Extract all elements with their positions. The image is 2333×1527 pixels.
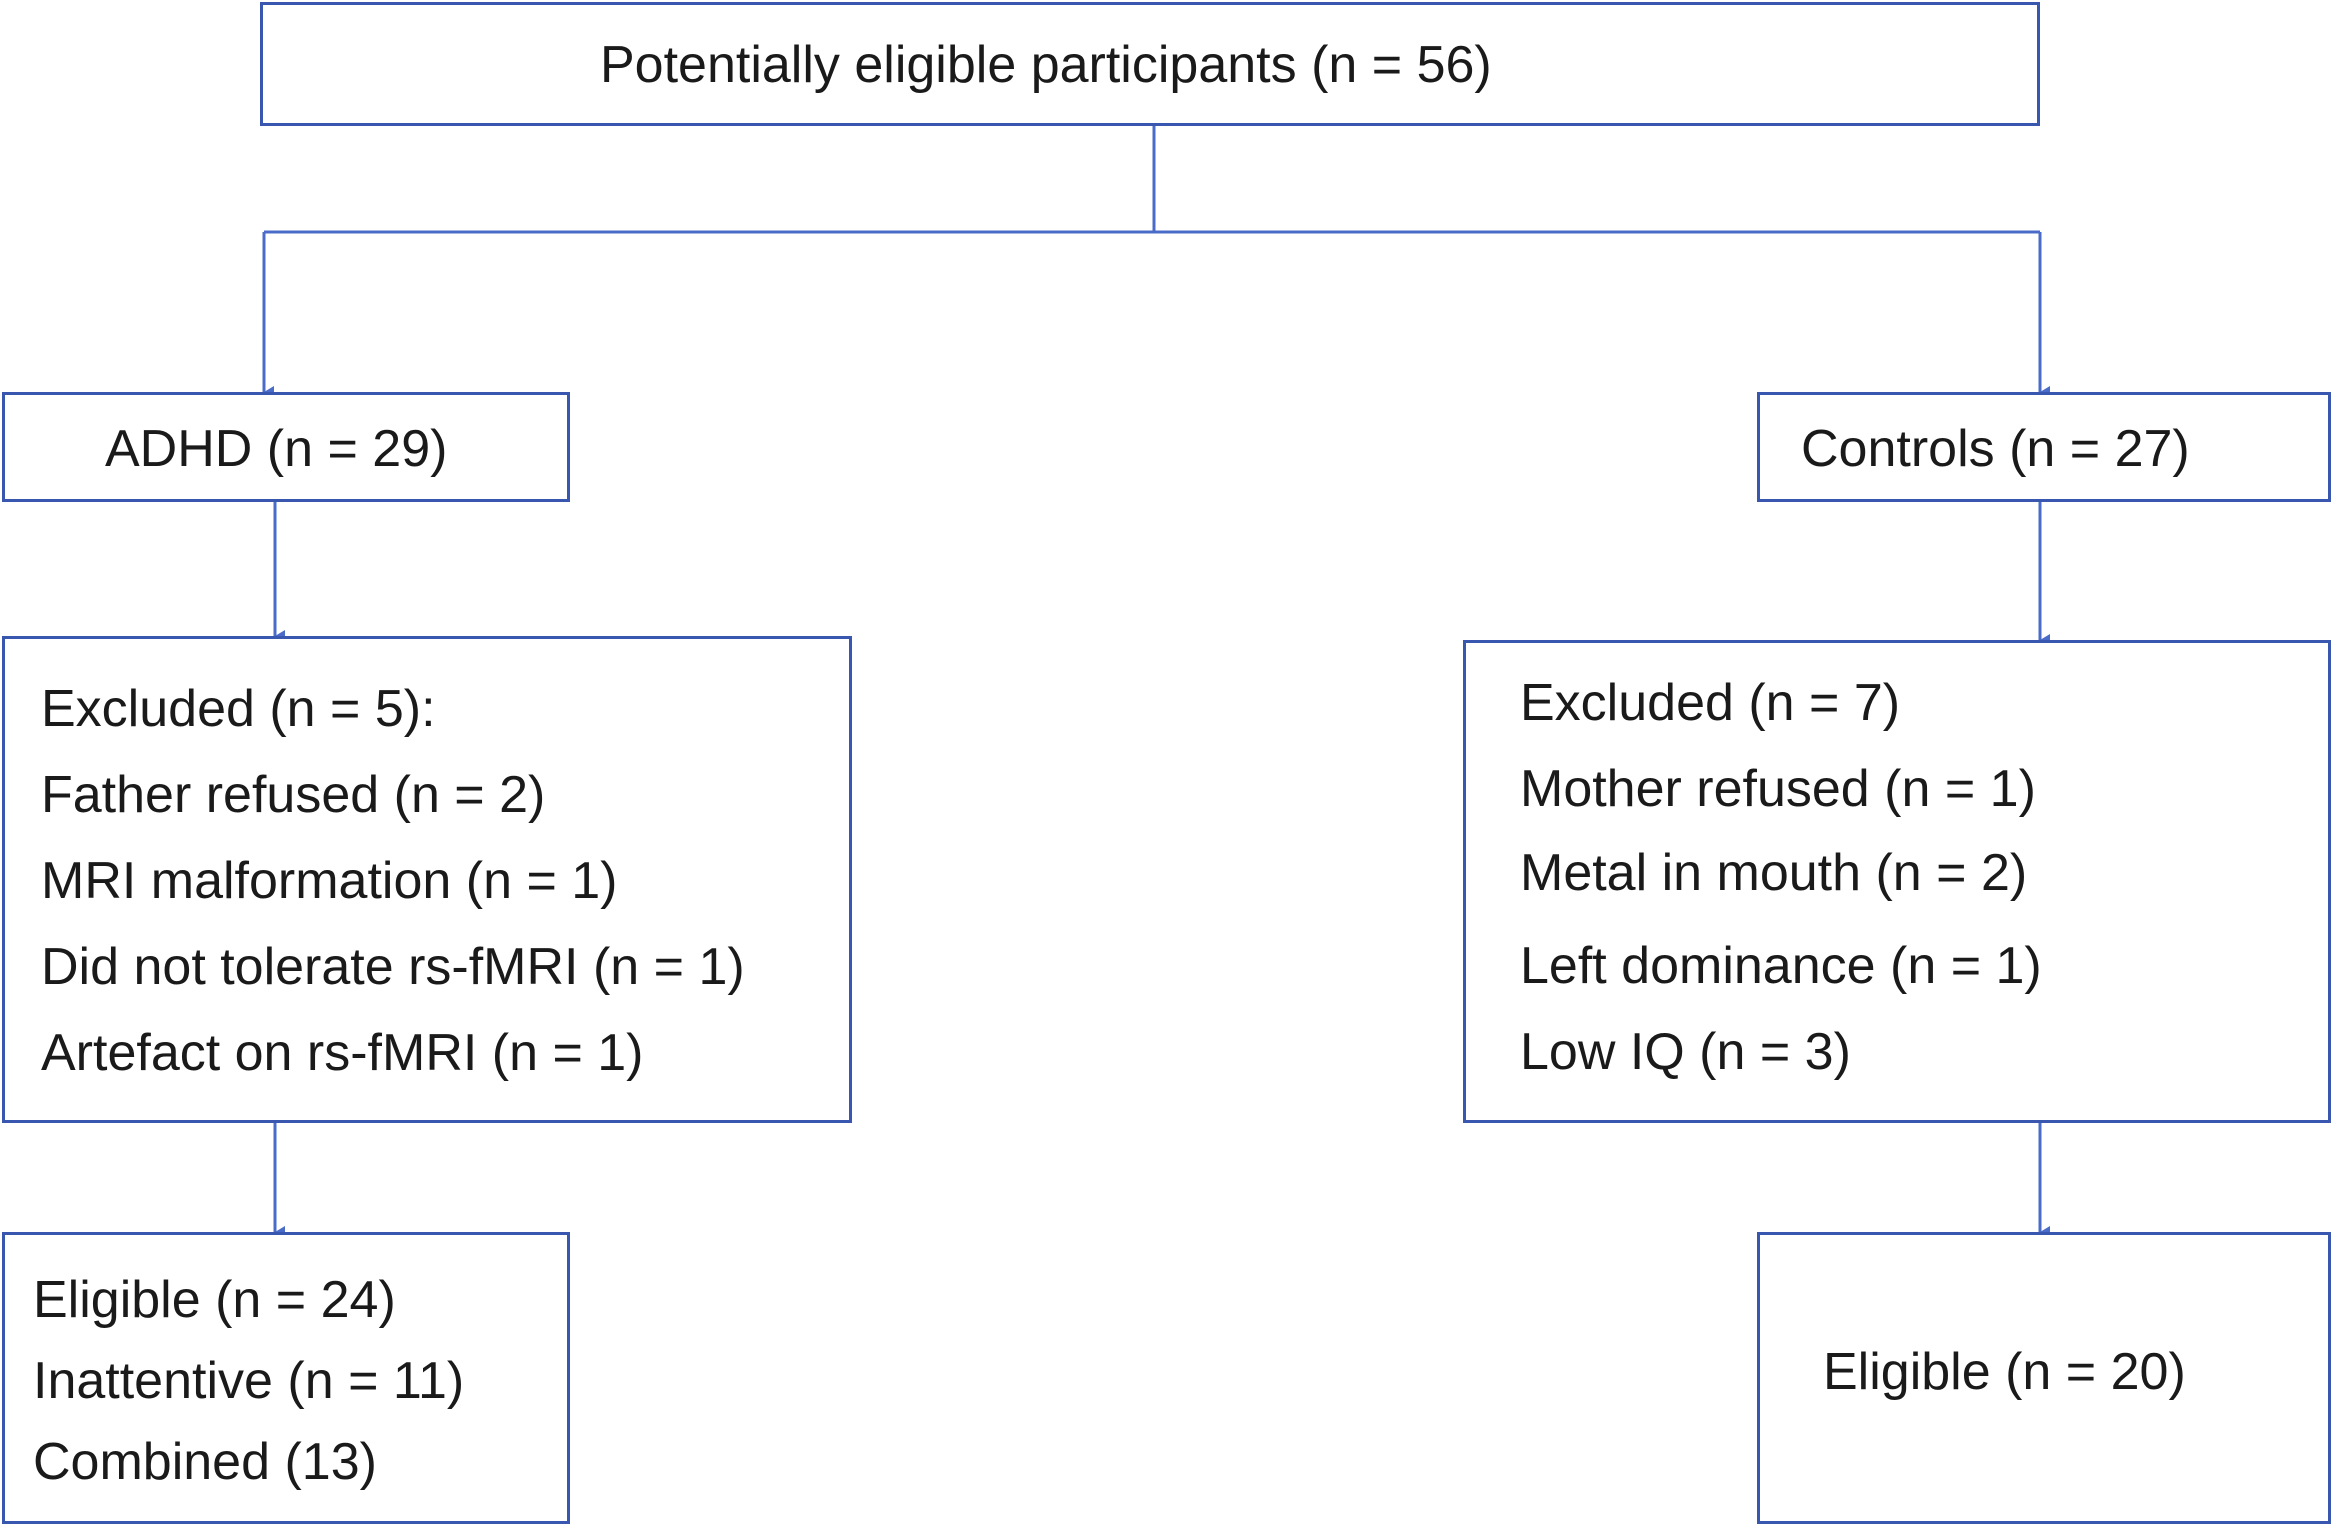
adhd-excluded-line-3: Did not tolerate rs-fMRI (n = 1): [41, 938, 745, 996]
adhd-eligible-line-2: Combined (13): [33, 1433, 377, 1491]
controls-eligible-line-0: Eligible (n = 20): [1823, 1343, 2186, 1401]
controls-excluded-line-4: Low IQ (n = 3): [1520, 1023, 1851, 1081]
adhd-eligible-line-1: Inattentive (n = 11): [33, 1352, 465, 1410]
adhd-excluded-line-0: Excluded (n = 5):: [41, 680, 436, 738]
box-adhd: ADHD (n = 29): [2, 392, 570, 502]
box-controls-eligible: Eligible (n = 20): [1757, 1232, 2331, 1524]
box-controls-label: Controls (n = 27): [1801, 420, 2190, 478]
controls-excluded-line-1: Mother refused (n = 1): [1520, 760, 2036, 818]
adhd-eligible-line-0: Eligible (n = 24): [33, 1271, 396, 1329]
adhd-excluded-line-4: Artefact on rs-fMRI (n = 1): [41, 1024, 644, 1082]
adhd-excluded-line-2: MRI malformation (n = 1): [41, 852, 618, 910]
box-controls-excluded: Excluded (n = 7) Mother refused (n = 1) …: [1463, 640, 2331, 1123]
box-potentially-eligible-label: Potentially eligible participants (n = 5…: [600, 36, 1492, 94]
controls-excluded-line-0: Excluded (n = 7): [1520, 674, 1901, 732]
adhd-excluded-line-1: Father refused (n = 2): [41, 766, 546, 824]
box-adhd-label: ADHD (n = 29): [105, 420, 448, 478]
controls-excluded-line-3: Left dominance (n = 1): [1520, 937, 2042, 995]
box-adhd-excluded: Excluded (n = 5): Father refused (n = 2)…: [2, 636, 852, 1123]
box-adhd-eligible: Eligible (n = 24) Inattentive (n = 11) C…: [2, 1232, 570, 1524]
controls-excluded-line-2: Metal in mouth (n = 2): [1520, 844, 2028, 902]
box-potentially-eligible: Potentially eligible participants (n = 5…: [260, 2, 2040, 126]
box-controls: Controls (n = 27): [1757, 392, 2331, 502]
